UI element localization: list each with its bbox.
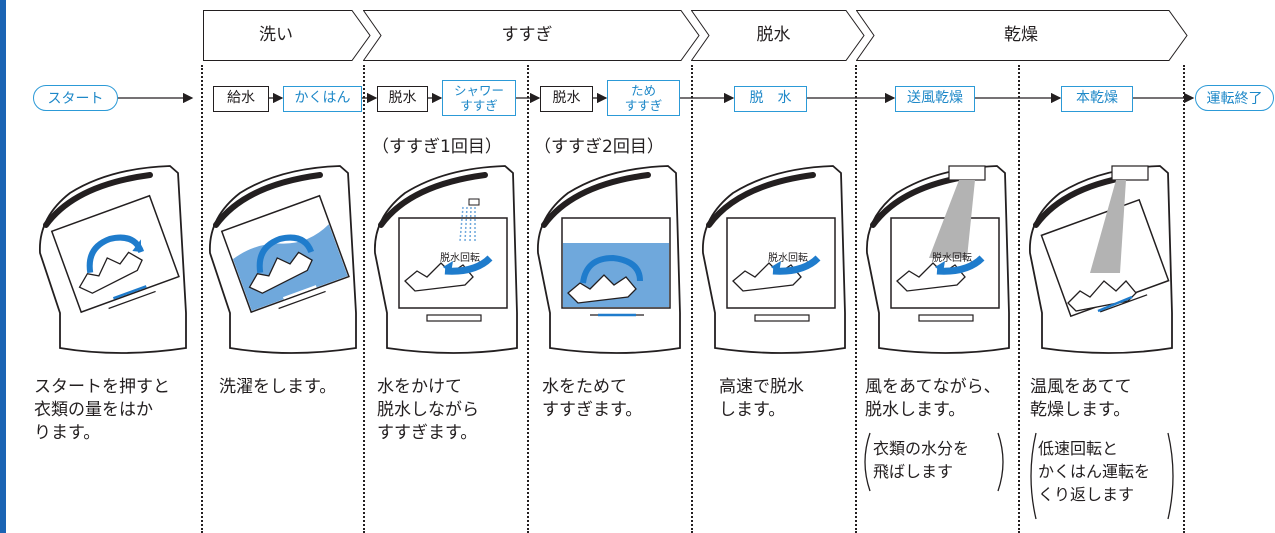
desc-line: ります。 <box>34 423 101 443</box>
note-line: 飛ばします <box>873 462 954 481</box>
desc-spin-dry: 高速で脱水 します。 <box>719 376 804 422</box>
step-shower-rinse-line1: シャワー <box>453 83 504 98</box>
desc-line: 高速で脱水 <box>719 377 804 397</box>
washer-fill-rinse-icon <box>537 165 681 354</box>
step-water-supply: 給水 <box>213 86 269 112</box>
note-parentheses <box>864 432 1004 492</box>
note-line: かくはん運転を <box>1038 462 1151 481</box>
washer-tilted-load-sensing-icon <box>39 165 187 354</box>
desc-line: スタートを押すと <box>34 377 170 397</box>
phase-rinse-label: すすぎ <box>501 25 553 45</box>
desc-line: すすぎます。 <box>542 400 643 420</box>
start-pill: スタート <box>33 85 118 111</box>
column-divider <box>363 65 365 533</box>
column-divider <box>527 65 529 533</box>
spin-rotation-label: 脱水回転 <box>932 251 972 264</box>
step-main-dry: 本乾燥 <box>1061 86 1133 112</box>
desc-heat-dry: 温風をあてて 乾燥します。 <box>1030 376 1132 422</box>
rinse-round-1-label: （すすぎ1回目） <box>372 137 502 157</box>
rinse-round-2-label: （すすぎ2回目） <box>534 137 664 157</box>
desc-line: 乾燥します。 <box>1030 400 1131 420</box>
step-shower-rinse: シャワー すすぎ <box>442 80 516 116</box>
washer-tilted-washing-icon <box>209 165 357 354</box>
note-line: 低速回転と <box>1038 439 1119 458</box>
washer-air-dry-icon: 脱水回転 <box>866 165 1010 354</box>
end-pill: 運転終了 <box>1195 85 1274 111</box>
spin-rotation-label: 脱水回転 <box>768 251 808 264</box>
column-divider <box>855 65 857 533</box>
column-divider <box>201 65 203 533</box>
phase-wash-label: 洗い <box>259 25 293 45</box>
step-shower-rinse-line2: すすぎ <box>460 98 498 113</box>
desc-wash: 洗濯をします。 <box>219 376 336 399</box>
step-fill-rinse: ため すすぎ <box>607 80 680 116</box>
note-parentheses <box>1030 432 1174 520</box>
desc-line: すすぎます。 <box>377 423 478 443</box>
step-spin-2: 脱水 <box>540 86 593 112</box>
chevron-shape <box>363 10 700 61</box>
chevron-shape <box>856 10 1188 61</box>
washer-shower-rinse-icon: 脱水回転 <box>374 165 518 354</box>
note-air-dry: 衣類の水分を 飛ばします <box>873 437 969 483</box>
note-line: くり返します <box>1038 485 1135 504</box>
phase-dry: 乾燥 <box>856 10 1188 61</box>
desc-line: 洗濯をします。 <box>219 377 337 397</box>
column-divider <box>691 65 693 533</box>
phase-spin: 脱水 <box>691 10 865 61</box>
note-heat-dry: 低速回転と かくはん運転を くり返します <box>1038 437 1150 506</box>
step-spin-dry: 脱 水 <box>734 86 807 112</box>
note-line: 衣類の水分を <box>873 439 970 458</box>
flow-arrows <box>118 92 1195 104</box>
desc-line: 脱水しながら <box>377 400 479 420</box>
left-accent-bar <box>0 0 6 533</box>
step-air-dry: 送風乾燥 <box>895 86 975 112</box>
washer-tilted-heat-dry-icon <box>1029 165 1173 354</box>
phase-spin-label: 脱水 <box>756 25 791 45</box>
desc-air-dry: 風をあてながら、 脱水します。 <box>865 376 1001 422</box>
column-divider <box>1183 65 1185 533</box>
desc-shower-rinse: 水をかけて 脱水しながら すすぎます。 <box>377 376 479 445</box>
desc-line: 水をためて <box>542 377 627 397</box>
desc-line: 脱水します。 <box>865 400 966 420</box>
spin-rotation-label: 脱水回転 <box>440 251 480 264</box>
chevron-shape <box>203 10 371 61</box>
chevron-shape <box>691 10 865 61</box>
step-spin-1: 脱水 <box>377 86 428 112</box>
desc-load-sensing: スタートを押すと 衣類の量をはか ります。 <box>34 376 170 445</box>
step-agitate: かくはん <box>283 86 362 112</box>
desc-fill-rinse: 水をためて すすぎます。 <box>542 376 642 422</box>
desc-line: 温風をあてて <box>1030 377 1132 397</box>
desc-line: 水をかけて <box>377 377 462 397</box>
step-fill-rinse-line2: すすぎ <box>624 98 663 113</box>
desc-line: します。 <box>719 400 786 420</box>
phase-rinse: すすぎ <box>363 10 700 61</box>
step-fill-rinse-line1: ため <box>630 83 656 98</box>
desc-line: 風をあてながら、 <box>865 377 1001 397</box>
washer-spin-dry-icon: 脱水回転 <box>702 165 846 354</box>
phase-wash: 洗い <box>203 10 371 61</box>
column-divider <box>1018 65 1020 533</box>
desc-line: 衣類の量をはか <box>34 400 153 420</box>
phase-dry-label: 乾燥 <box>1004 25 1038 45</box>
